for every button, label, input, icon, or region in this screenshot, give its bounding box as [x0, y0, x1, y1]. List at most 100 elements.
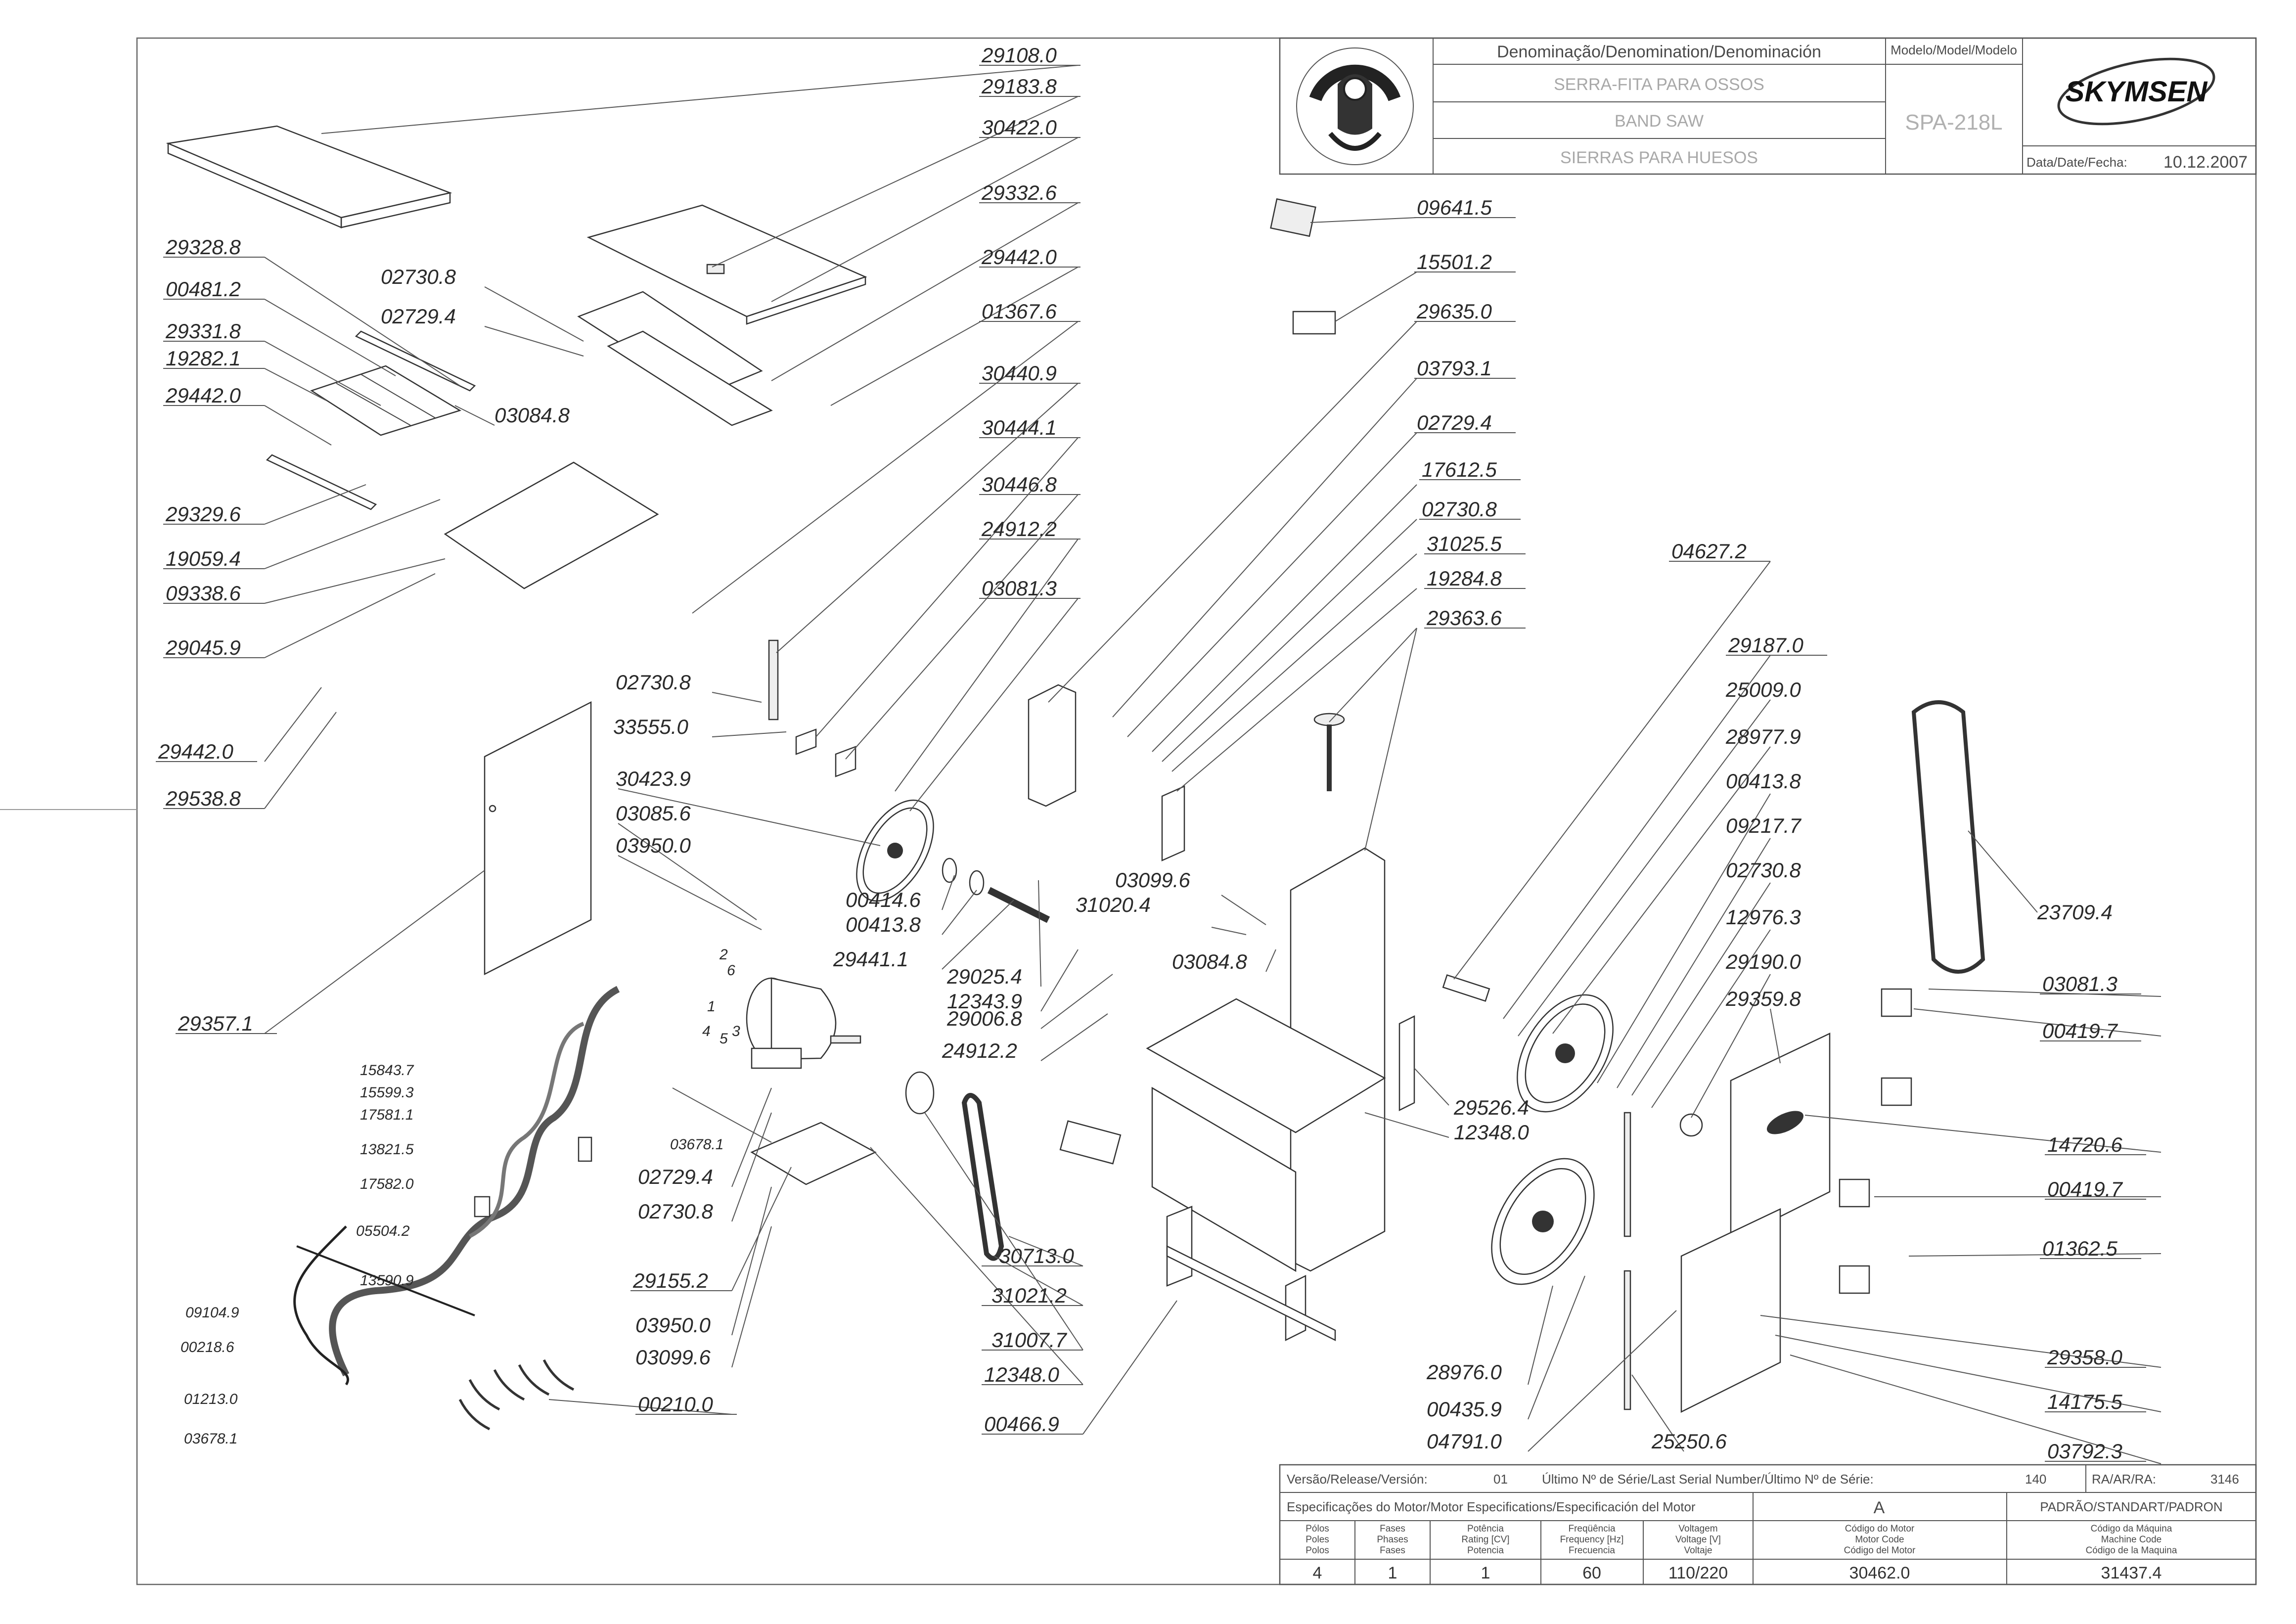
svg-text:Polos: Polos: [1306, 1545, 1329, 1556]
product-name-en: BAND SAW: [1615, 112, 1704, 131]
part-label: 29108.0: [981, 44, 1057, 67]
svg-text:Phases: Phases: [1377, 1534, 1408, 1545]
part-label: 00481.2: [166, 277, 241, 301]
part-label: 12348.0: [1454, 1121, 1529, 1144]
side-panel-part: [484, 701, 592, 976]
part-label: 00435.9: [1427, 1398, 1502, 1421]
svg-text:Freqüência: Freqüência: [1568, 1524, 1615, 1534]
part-label: 00210.0: [638, 1393, 713, 1416]
part-label: 00419.7: [2047, 1177, 2123, 1201]
back-panel-part: [1680, 1208, 1781, 1413]
part-label: 13590.9: [360, 1272, 414, 1289]
part-label: 03081.3: [982, 577, 1057, 600]
door-panel-part: [1730, 1033, 1831, 1243]
part-label: 17581.1: [360, 1107, 413, 1123]
part-label: 29358.0: [2047, 1346, 2122, 1369]
date-label: Data/Date/Fecha:: [2026, 155, 2127, 170]
part-label: 01367.6: [982, 300, 1057, 323]
part-label: 29187.0: [1728, 633, 1803, 657]
svg-text:Potência: Potência: [1467, 1524, 1504, 1534]
part-label: 30422.0: [982, 116, 1057, 139]
part-label: 29538.8: [165, 787, 241, 810]
part-label: 31007.7: [991, 1328, 1067, 1352]
wire-number: 1: [707, 998, 716, 1015]
part-label: 09338.6: [166, 582, 241, 605]
part-number-labels: 29108.0 29183.8 30422.0 29332.6 29442.0 …: [158, 44, 2123, 1463]
svg-text:Pólos: Pólos: [1306, 1524, 1329, 1534]
part-label: 09217.7: [1726, 814, 1801, 837]
part-label: 19284.8: [1427, 567, 1502, 590]
part-label: 02729.4: [638, 1165, 713, 1188]
wire-set-part: [458, 1359, 575, 1431]
part-label: 02730.8: [616, 671, 691, 694]
svg-text:Machine Code: Machine Code: [2101, 1534, 2162, 1545]
part-label: 05504.2: [356, 1223, 410, 1239]
part-label: 03793.1: [1417, 357, 1492, 380]
part-label: 31021.2: [991, 1284, 1067, 1307]
part-label: 12976.3: [1726, 905, 1801, 929]
parts-illustration: [166, 125, 1985, 1431]
motor-variant: A: [1874, 1498, 1885, 1517]
part-label: 12348.0: [984, 1363, 1059, 1386]
part-label: 29357.1: [178, 1012, 253, 1035]
svg-text:110/220: 110/220: [1668, 1564, 1728, 1582]
part-label: 03950.0: [635, 1313, 711, 1337]
part-label: 02730.8: [638, 1200, 713, 1223]
base-plate-part: [444, 461, 659, 589]
svg-text:Potencia: Potencia: [1467, 1545, 1504, 1556]
part-label: 29025.4: [946, 965, 1022, 988]
part-label: 02729.4: [381, 305, 456, 328]
part-label: 30713.0: [999, 1244, 1074, 1267]
part-label: 29441.1: [833, 947, 908, 971]
part-label: 15843.7: [360, 1062, 414, 1079]
svg-text:Poles: Poles: [1306, 1534, 1329, 1545]
wire-number: 2: [719, 947, 728, 963]
part-label: 29329.6: [165, 502, 241, 526]
spec-values: 4 1 1 60 110/220 30462.0 31437.4: [1313, 1564, 2162, 1582]
part-label: 33555.0: [613, 715, 688, 738]
denomination-header: Denominação/Denomination/Denominación: [1497, 43, 1821, 61]
part-label: 03084.8: [1172, 950, 1247, 973]
part-label: 29331.8: [165, 319, 241, 343]
v-belt-part: [961, 1093, 1004, 1261]
part-label: 31025.5: [1427, 532, 1502, 555]
machine-frame-part: [1146, 847, 1386, 1342]
part-label: 30444.1: [982, 416, 1057, 439]
authorized-service-logo: [1296, 47, 1414, 165]
svg-text:60: 60: [1582, 1564, 1601, 1582]
part-label: 29183.8: [981, 75, 1057, 98]
wire-number: 5: [720, 1031, 728, 1047]
part-label: 29442.0: [165, 384, 241, 407]
part-label: 29155.2: [632, 1269, 708, 1292]
part-label: 03678.1: [670, 1136, 723, 1153]
warning-label-part: [1270, 198, 1316, 237]
part-label: 00466.9: [984, 1412, 1059, 1436]
drawing-frame: [136, 37, 2257, 1585]
part-label: 24912.2: [981, 517, 1057, 541]
svg-text:Motor Code: Motor Code: [1855, 1534, 1904, 1545]
part-label: 03084.8: [495, 404, 570, 427]
part-label: 23709.4: [2037, 901, 2113, 924]
part-label: 29635.0: [1416, 300, 1492, 323]
part-label: 24912.2: [942, 1039, 1017, 1062]
part-label: 12343.9: [947, 990, 1022, 1013]
svg-text:1: 1: [1481, 1564, 1490, 1582]
part-label: 00413.8: [846, 913, 921, 936]
part-label: 03099.6: [635, 1346, 711, 1369]
svg-text:1: 1: [1388, 1564, 1397, 1582]
spec-column-headers: Pólos Poles Polos Fases Phases Fases Pot…: [1306, 1524, 2177, 1556]
part-label: 03678.1: [184, 1431, 237, 1447]
part-label: 25009.0: [1725, 678, 1801, 701]
svg-text:Frecuencia: Frecuencia: [1569, 1545, 1615, 1556]
part-label: 19282.1: [166, 347, 241, 370]
saw-band-part: [1911, 700, 1985, 974]
part-label: 03085.6: [616, 802, 691, 825]
serial-value: 140: [2025, 1472, 2046, 1487]
part-label: 19059.4: [166, 547, 241, 570]
part-label: 00218.6: [180, 1339, 234, 1355]
wire-number: 3: [732, 1023, 740, 1039]
part-label: 02730.8: [1422, 497, 1497, 521]
part-label: 29442.0: [981, 245, 1057, 269]
part-label: 25250.6: [1651, 1430, 1727, 1453]
wire-number: 6: [727, 962, 735, 979]
